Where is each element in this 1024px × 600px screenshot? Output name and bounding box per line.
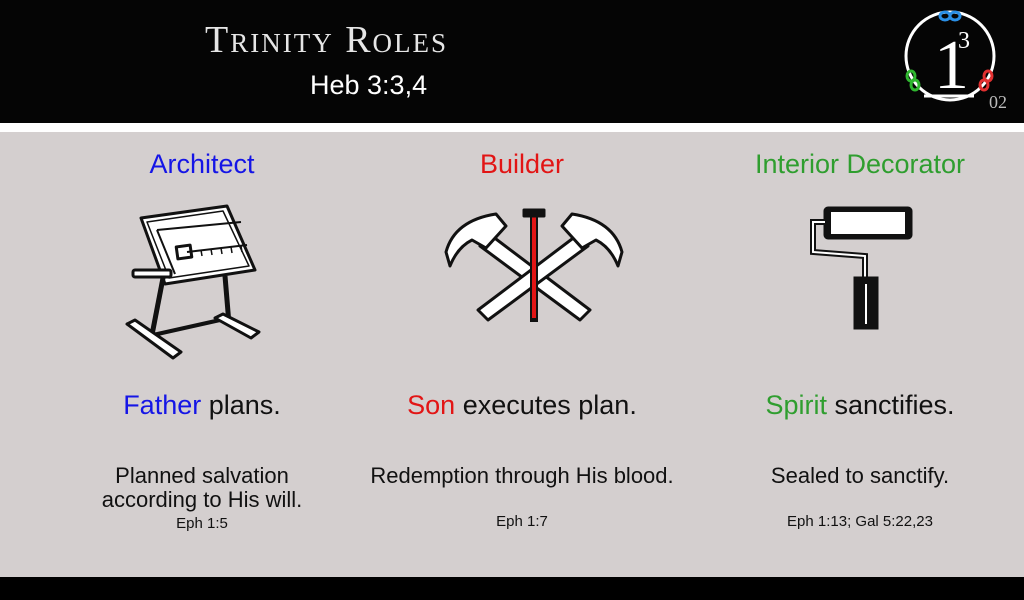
role-statement: Father plans. bbox=[42, 390, 362, 421]
role-subject: Spirit bbox=[765, 390, 827, 420]
role-column-builder: Builder Son executes plan. Redemption th… bbox=[362, 132, 682, 577]
role-title: Builder bbox=[479, 149, 565, 179]
drafting-table-icon bbox=[125, 204, 261, 360]
role-action: executes plan. bbox=[455, 390, 637, 420]
role-column-architect: Architect bbox=[42, 132, 362, 577]
role-action: sanctifies. bbox=[826, 390, 955, 420]
header-bar: Trinity Roles Heb 3:3,4 1 3 02 bbox=[0, 0, 1024, 123]
role-statement: Spirit sanctifies. bbox=[700, 390, 1020, 421]
logo-digit: 1 bbox=[934, 27, 969, 104]
role-subject: Son bbox=[407, 390, 456, 420]
role-action: plans. bbox=[201, 390, 281, 420]
description-line: Sealed to sanctify. bbox=[770, 463, 950, 488]
trinity-logo-icon: 1 3 bbox=[904, 10, 996, 104]
slide-subtitle-reference: Heb 3:3,4 bbox=[310, 70, 428, 100]
scripture-reference: Eph 1:13; Gal 5:22,23 bbox=[787, 513, 933, 530]
page-number: 02 bbox=[989, 92, 1007, 112]
scripture-reference: Eph 1:7 bbox=[496, 513, 548, 530]
slide-title: Trinity Roles bbox=[205, 19, 449, 61]
footer-bar bbox=[0, 577, 1024, 600]
description-line: Planned salvation bbox=[115, 463, 289, 488]
description-line: Redemption through His blood. bbox=[370, 463, 674, 488]
crossed-hammers-nail-icon bbox=[444, 208, 624, 322]
content-panel: Architect bbox=[0, 132, 1024, 577]
logo-superscript: 3 bbox=[958, 28, 970, 54]
role-title: Architect bbox=[149, 149, 255, 179]
role-statement: Son executes plan. bbox=[362, 390, 682, 421]
role-subject: Father bbox=[123, 390, 202, 420]
role-description: Sealed to sanctify. bbox=[700, 464, 1020, 488]
role-description: Redemption through His blood. bbox=[362, 464, 682, 488]
divider-line bbox=[0, 123, 1024, 132]
role-column-interior-decorator: Interior Decorator Spirit sanctifies. Se… bbox=[700, 132, 1020, 577]
role-title: Interior Decorator bbox=[754, 149, 966, 179]
role-description: Planned salvation according to His will. bbox=[42, 464, 362, 512]
description-line: according to His will. bbox=[101, 487, 303, 512]
scripture-reference: Eph 1:5 bbox=[176, 515, 228, 532]
paint-roller-icon bbox=[810, 206, 913, 330]
